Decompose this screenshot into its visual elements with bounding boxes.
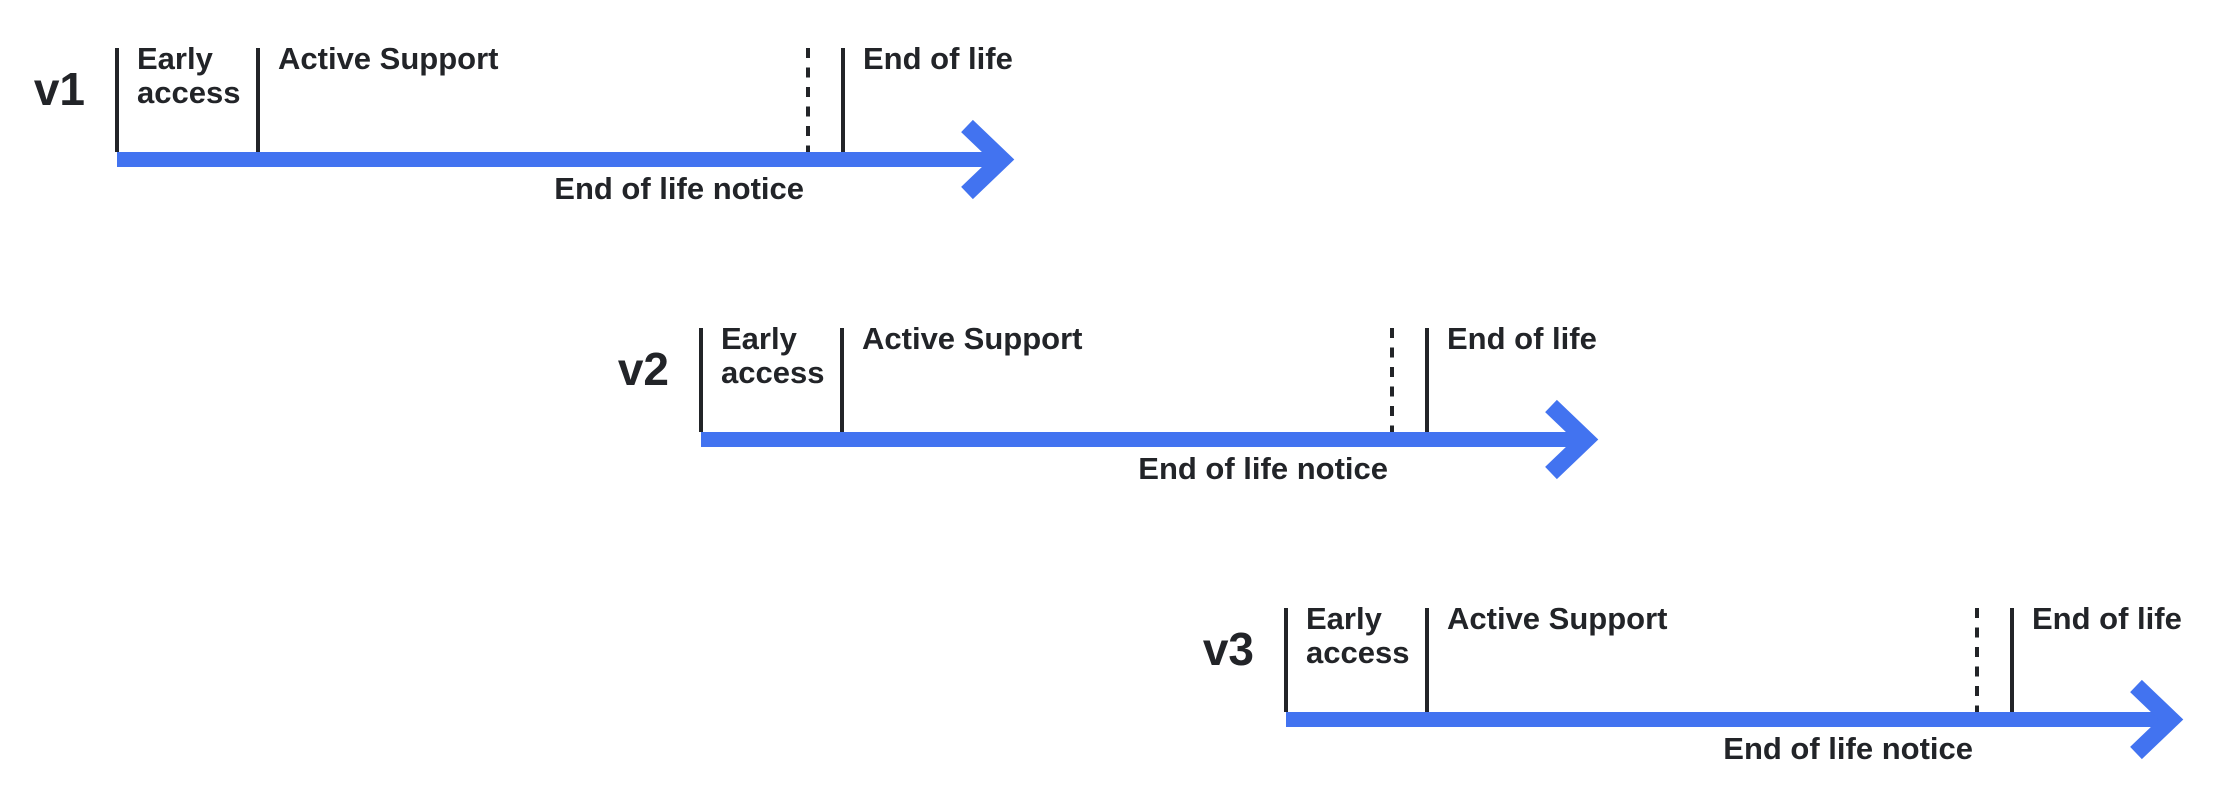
label-end-of-life: End of life [2032, 601, 2182, 636]
timeline-graphic [115, 48, 1015, 200]
timeline-graphic [699, 328, 1599, 480]
timeline-arrow-head [961, 119, 1015, 200]
version-label: v1 [33, 63, 85, 115]
label-end-of-life-notice: End of life notice [1723, 731, 1973, 766]
timeline-arrow-head [2130, 679, 2184, 760]
timeline-arrow-head [1545, 399, 1599, 480]
timeline-graphic [1284, 608, 2184, 760]
label-active-support: Active Support [278, 41, 499, 76]
version-label: v2 [617, 343, 669, 395]
label-early-access: Early access [721, 321, 825, 390]
label-early-access: Early access [1306, 601, 1410, 670]
version-label: v3 [1202, 623, 1254, 675]
label-early-access: Early access [137, 41, 241, 110]
timeline-row-v1: v1 Early access Active Support End of li… [0, 42, 1037, 223]
label-active-support: Active Support [862, 321, 1083, 356]
label-end-of-life: End of life [863, 41, 1013, 76]
timeline-row-v3: v3 Early access Active Support End of li… [1166, 602, 2206, 783]
label-end-of-life-notice: End of life notice [554, 171, 804, 206]
label-active-support: Active Support [1447, 601, 1668, 636]
label-end-of-life: End of life [1447, 321, 1597, 356]
label-end-of-life-notice: End of life notice [1138, 451, 1388, 486]
timeline-row-v2: v2 Early access Active Support End of li… [581, 322, 1621, 503]
